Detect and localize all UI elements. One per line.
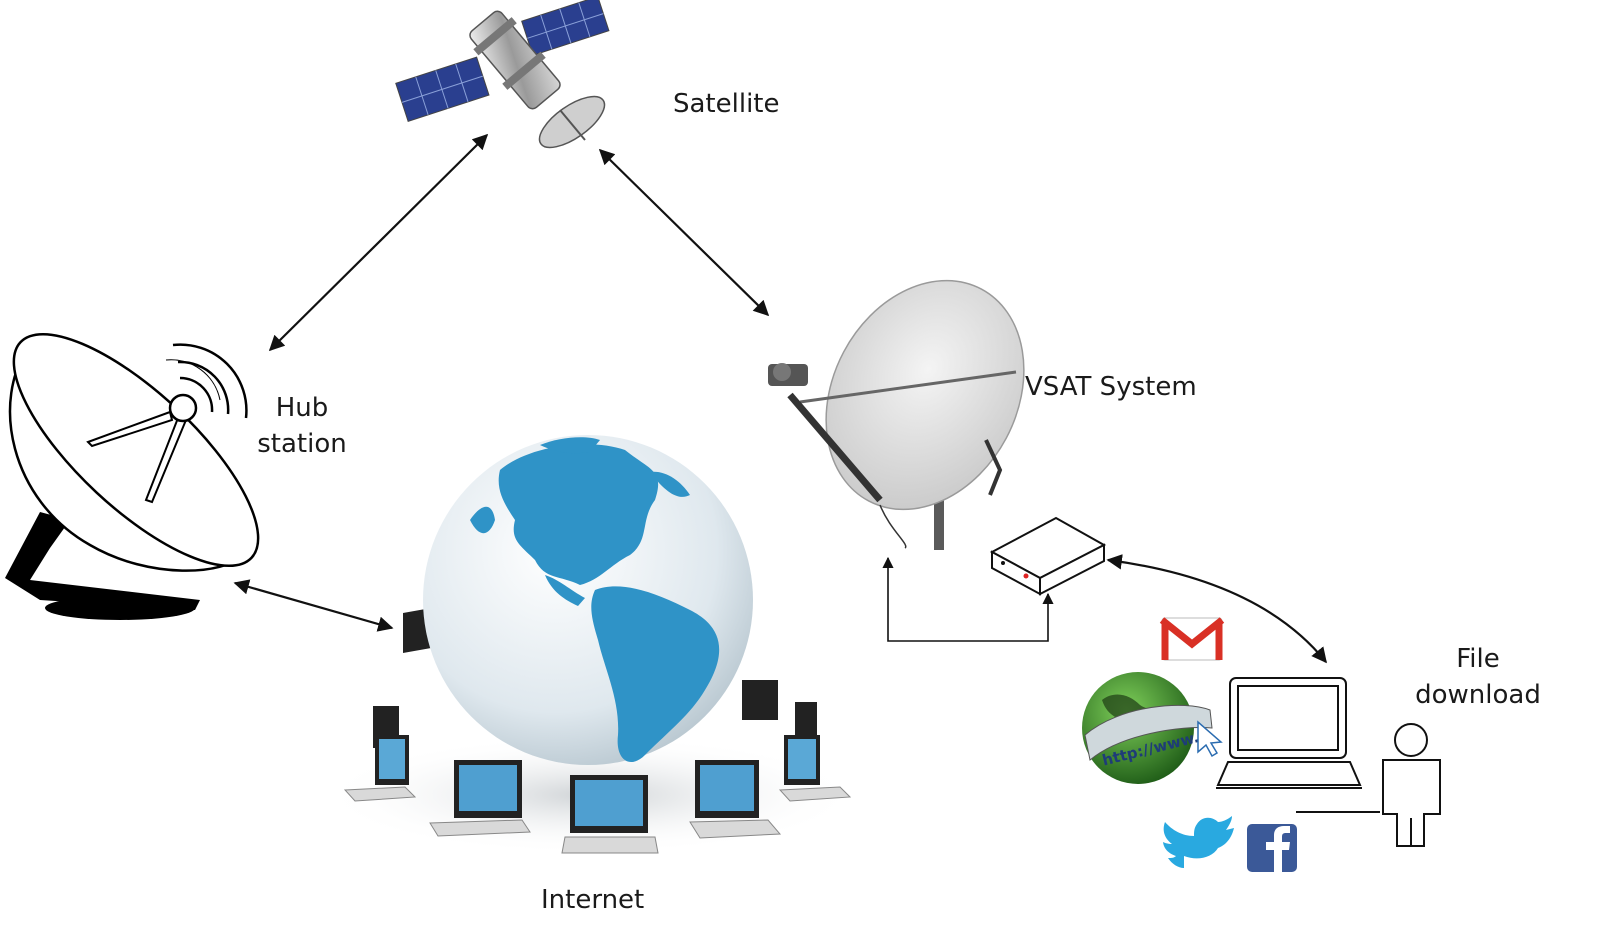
satellite-label: Satellite — [673, 89, 780, 119]
file-download-label: File download — [1400, 641, 1556, 713]
hub-station-label-line1: Hub — [275, 393, 329, 423]
arrow-modem-laptop — [1106, 554, 1327, 664]
hub-station-label: Hub station — [252, 390, 352, 462]
laptop-icon — [343, 735, 852, 854]
www-globe-icon: http://www. — [1082, 672, 1223, 784]
internet-label: Internet — [541, 885, 645, 915]
hub-dish-icon — [5, 332, 260, 620]
internet-cluster — [320, 435, 860, 855]
arrow-satellite-vsat — [598, 148, 770, 317]
vsat-dish-icon — [768, 279, 1025, 550]
link-arrows — [233, 133, 1327, 664]
file-download-label-line1: File — [1456, 644, 1500, 674]
laptop-icon — [1216, 677, 1380, 813]
globe-land — [470, 437, 720, 763]
arrow-modem-dish-loop — [882, 556, 1054, 642]
file-download-label-line2: download — [1415, 680, 1541, 710]
person-icon — [1382, 723, 1441, 847]
vsat-system-label: VSAT System — [1025, 372, 1197, 402]
facebook-icon — [1247, 824, 1297, 872]
twitter-icon — [1163, 816, 1234, 868]
satellite-icon — [395, 0, 610, 149]
hub-station-label-line2: station — [257, 429, 347, 459]
arrow-hub-internet — [233, 579, 394, 632]
gmail-icon — [1159, 617, 1225, 661]
arrow-hub-satellite — [268, 133, 489, 352]
modem-icon — [989, 516, 1107, 596]
